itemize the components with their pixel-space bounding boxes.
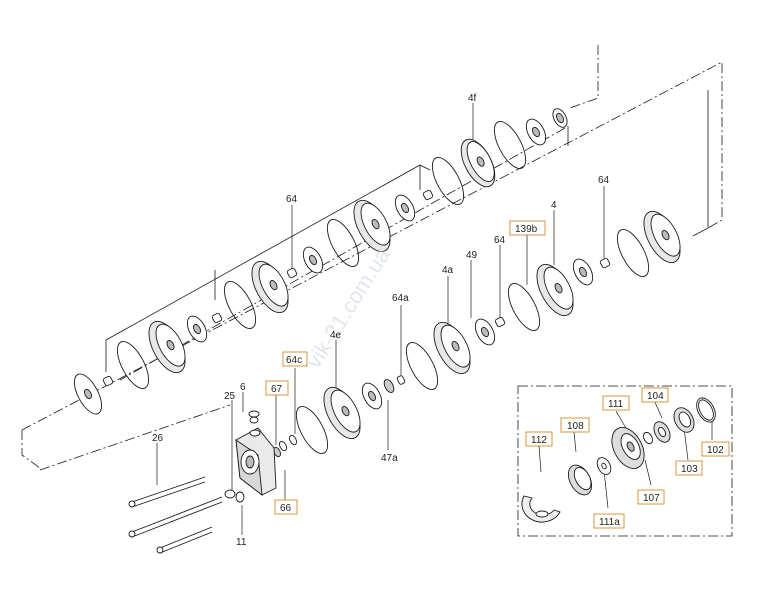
tie-bolts bbox=[128, 476, 223, 554]
part-111 bbox=[611, 427, 645, 469]
label-26: 26 bbox=[152, 433, 164, 444]
box-111a bbox=[593, 513, 625, 529]
part-103 bbox=[673, 407, 695, 433]
label-66: 66 bbox=[280, 503, 292, 514]
diffuser-ring-139b bbox=[507, 283, 541, 331]
part-102 bbox=[696, 397, 716, 423]
label-103: 103 bbox=[681, 464, 698, 475]
seal-47a bbox=[383, 379, 395, 393]
box-112 bbox=[525, 431, 553, 447]
end-plate bbox=[73, 373, 103, 415]
impeller-mid-small bbox=[361, 382, 383, 410]
label-4f: 4f bbox=[468, 93, 477, 104]
assembly-brackets bbox=[105, 90, 709, 372]
diffuser-ring-c bbox=[326, 219, 360, 267]
label-111a: 111a bbox=[599, 517, 620, 528]
impeller-4e bbox=[323, 386, 361, 440]
impeller-49 bbox=[474, 318, 496, 346]
spacer-64-mid bbox=[494, 316, 506, 328]
impeller-top-right bbox=[643, 210, 681, 264]
part-104 bbox=[653, 421, 671, 443]
spacer-a bbox=[422, 189, 434, 201]
diffuser-ring-h bbox=[295, 406, 329, 454]
impeller-small-right bbox=[572, 258, 594, 286]
label-47a: 47a bbox=[381, 453, 398, 464]
pump-base bbox=[224, 410, 277, 503]
oring-67 bbox=[279, 440, 287, 452]
label-64-upper: 64 bbox=[286, 194, 298, 205]
box-139b bbox=[509, 220, 546, 236]
tie-bolt-3 bbox=[156, 526, 213, 554]
label-64a: 64a bbox=[392, 293, 409, 304]
upper-stage-parts bbox=[73, 108, 568, 415]
box-67 bbox=[265, 380, 289, 396]
tie-bolt-1 bbox=[128, 476, 206, 508]
label-102: 102 bbox=[707, 445, 724, 456]
part-112 bbox=[521, 495, 561, 523]
label-112: 112 bbox=[531, 435, 547, 446]
part-107 bbox=[643, 431, 653, 445]
impeller-b bbox=[394, 194, 416, 222]
box-66 bbox=[274, 499, 298, 515]
label-49: 49 bbox=[466, 250, 478, 261]
impeller-f bbox=[186, 315, 208, 343]
impeller-4f-small bbox=[525, 118, 547, 146]
label-104: 104 bbox=[647, 391, 664, 402]
label-6: 6 bbox=[240, 382, 246, 393]
spacer-c bbox=[211, 312, 223, 324]
spacer-64a bbox=[396, 375, 406, 385]
impeller-c bbox=[353, 199, 391, 253]
label-64-right: 64 bbox=[598, 175, 610, 186]
box-64c bbox=[282, 351, 308, 367]
part-108 bbox=[567, 464, 593, 496]
label-4a: 4a bbox=[442, 265, 454, 276]
box-102 bbox=[701, 441, 730, 457]
impeller-4f bbox=[460, 138, 496, 188]
boxed-label-texts: 139b 64c 67 66 111 104 112 108 102 103 1… bbox=[271, 224, 724, 528]
impeller-4a bbox=[433, 321, 471, 375]
box-104 bbox=[641, 387, 669, 403]
leader-lines bbox=[156, 103, 713, 535]
label-25: 25 bbox=[224, 391, 236, 402]
label-108: 108 bbox=[567, 421, 584, 432]
middle-stage-parts bbox=[273, 210, 681, 458]
part-111a bbox=[596, 457, 612, 475]
impeller-d bbox=[302, 246, 324, 274]
label-4e: 4e bbox=[330, 330, 342, 341]
tie-bolt-2 bbox=[128, 496, 223, 538]
box-107 bbox=[637, 489, 665, 505]
label-107: 107 bbox=[643, 493, 660, 504]
boxed-labels bbox=[265, 220, 730, 529]
label-64-mid: 64 bbox=[494, 235, 506, 246]
inset-parts bbox=[521, 397, 716, 523]
diffuser-ring-g bbox=[405, 342, 439, 390]
label-67: 67 bbox=[271, 384, 283, 395]
box-103 bbox=[675, 460, 703, 476]
diffuser-ring-e bbox=[116, 341, 150, 389]
oring-64c bbox=[289, 434, 297, 446]
impeller-4 bbox=[536, 263, 574, 317]
spacer-d bbox=[102, 375, 114, 387]
part-labels: 4f 64 64 4 64 4a 49 64a 4e 47a 25 6 26 1… bbox=[152, 93, 610, 548]
label-111: 111 bbox=[608, 399, 624, 410]
label-64c: 64c bbox=[286, 355, 302, 366]
spacer-64-right bbox=[599, 257, 611, 269]
label-11: 11 bbox=[236, 537, 247, 548]
diffuser-ring-a bbox=[493, 121, 527, 169]
end-nut bbox=[552, 108, 568, 128]
impeller-e bbox=[251, 260, 289, 314]
impeller-g bbox=[148, 320, 186, 374]
diffuser-ring-b bbox=[431, 157, 465, 205]
box-111 bbox=[602, 395, 630, 411]
label-139b: 139b bbox=[515, 224, 538, 235]
box-108 bbox=[560, 417, 590, 433]
diffuser-ring-f bbox=[616, 229, 650, 277]
spacer-b bbox=[286, 267, 298, 279]
label-4: 4 bbox=[551, 200, 557, 211]
